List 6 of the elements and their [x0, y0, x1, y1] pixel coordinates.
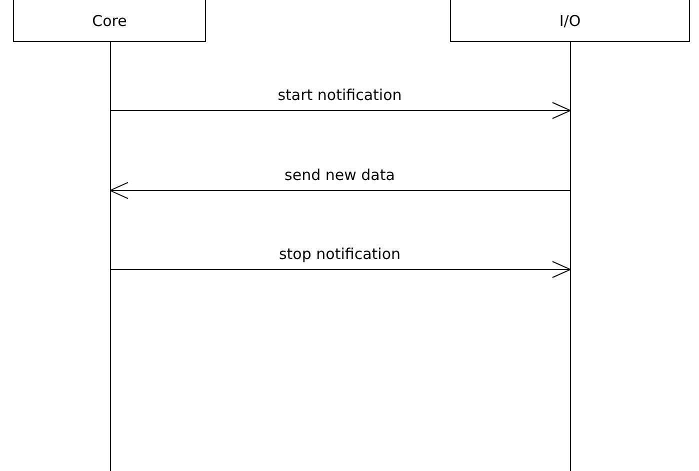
- message-arrow: [110, 102, 571, 119]
- message-arrow: [110, 261, 571, 278]
- message-label: stop notification: [278, 245, 401, 263]
- participant-name: I/O: [559, 12, 581, 30]
- participant-name: Core: [92, 12, 127, 30]
- message-arrow: [110, 182, 571, 199]
